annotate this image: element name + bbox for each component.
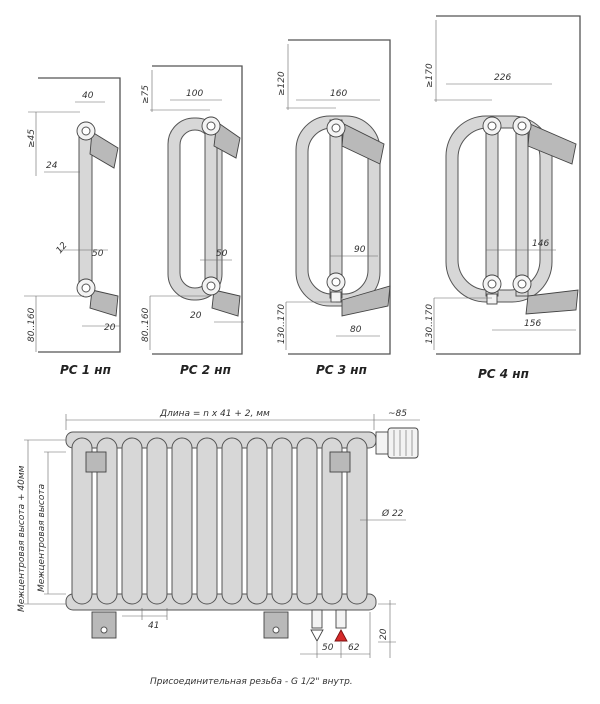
pc1-angle-dim: 12 (55, 241, 70, 256)
length-formula: Длина = n x 41 + 2, мм (159, 409, 270, 419)
pc1-top-clearance: ≥45 (27, 129, 37, 148)
model-pc4-diagram: 226 ≥170 146 130..170 156 РС 4 нп (425, 15, 581, 381)
valve-dim: ~85 (388, 409, 407, 419)
pc4-top-clearance: ≥170 (425, 63, 435, 88)
pc3-top-clearance: ≥120 (277, 71, 287, 96)
pc1-width-dim: 40 (82, 91, 94, 101)
pipe-diameter: Ø 22 (381, 508, 404, 519)
model-pc2-diagram: 100 ≥75 50 80..160 20 РС 2 нп (141, 65, 244, 377)
pc1-bottom-clearance: 80..160 (27, 307, 37, 342)
pc1-section-dim: 24 (46, 161, 58, 171)
thread-note: Присоединительная резьба - G 1/2" внутр. (150, 677, 353, 687)
pc4-center-dim: 146 (532, 239, 549, 249)
outer-height-label: Межцентровая высота + 40мм (17, 465, 27, 612)
pc4-back-dim: 156 (524, 319, 541, 329)
section-pitch: 41 (148, 621, 159, 631)
bottom-dim: 20 (379, 628, 389, 640)
pc3-bottom-clearance: 130..170 (277, 304, 287, 344)
model-pc3-diagram: 160 ≥120 90 130..170 80 РС 3 нп (277, 39, 391, 377)
conn-dim-2: 62 (348, 643, 360, 653)
pc2-width-dim: 100 (186, 89, 203, 99)
pc1-center-dim: 50 (92, 249, 104, 259)
pc2-top-clearance: ≥75 (141, 85, 151, 104)
pc2-back-dim: 20 (190, 311, 202, 321)
center-height-label: Межцентровая высота (37, 484, 47, 592)
pc3-label: РС 3 нп (316, 363, 367, 377)
pc4-width-dim: 226 (494, 73, 511, 83)
front-view-diagram: Длина = n x 41 + 2, мм ~85 (17, 409, 420, 687)
pc3-width-dim: 160 (330, 89, 347, 99)
conn-dim-1: 50 (322, 643, 334, 653)
pc3-back-dim: 80 (350, 325, 362, 335)
pc2-label: РС 2 нп (180, 363, 231, 377)
model-pc1-diagram: 40 ≥45 24 12 50 80..160 20 РС 1 нп (24, 77, 121, 377)
pc1-label: РС 1 нп (60, 363, 111, 377)
pc4-bottom-clearance: 130..170 (425, 304, 435, 344)
pc3-center-dim: 90 (354, 245, 366, 255)
pc2-center-dim: 50 (216, 249, 228, 259)
pc2-bottom-clearance: 80..160 (141, 307, 151, 342)
pc4-label: РС 4 нп (478, 367, 529, 381)
radiator-sections (71, 437, 368, 605)
valve-head (375, 427, 419, 459)
pc1-back-dim: 20 (104, 323, 116, 333)
